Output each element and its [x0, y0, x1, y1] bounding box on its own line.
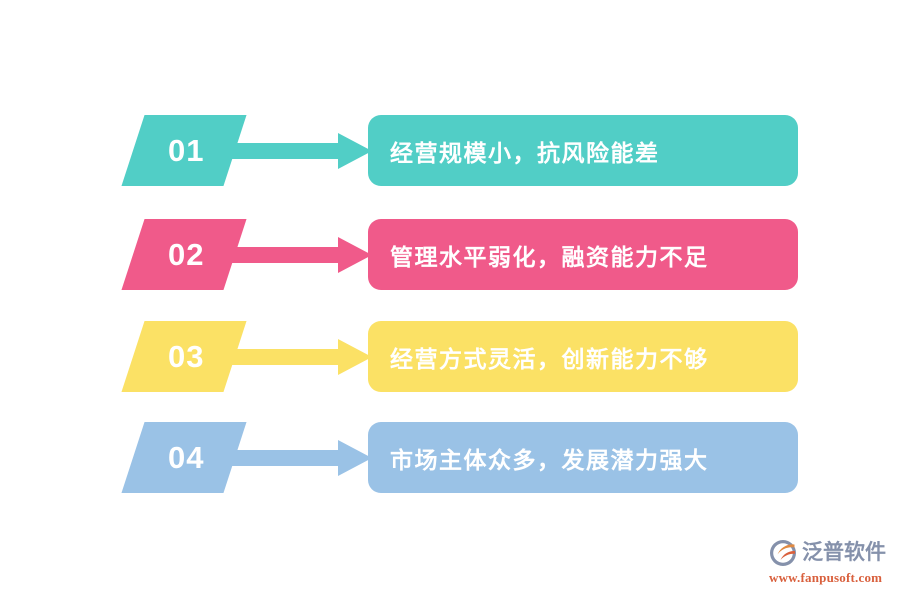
brand-watermark: 泛普软件 www.fanpusoft.com	[768, 534, 894, 588]
step-text-label: 经营方式灵活，创新能力不够	[390, 345, 709, 372]
arrow-right-icon	[226, 237, 372, 273]
arrow-right-icon	[226, 133, 372, 169]
brand-url-label: www.fanpusoft.com	[769, 569, 883, 585]
brand-name-label: 泛普软件	[802, 541, 886, 564]
process-row: 02 管理水平弱化，融资能力不足	[0, 219, 900, 291]
brand-logo-row: 泛普软件	[768, 537, 886, 569]
step-number-label: 04	[167, 440, 205, 475]
step-number-label: 02	[167, 237, 205, 272]
step-text-label: 经营规模小，抗风险能差	[390, 139, 660, 166]
step-text-label: 管理水平弱化，融资能力不足	[390, 243, 709, 270]
step-text-bar[interactable]: 市场主体众多，发展潜力强大	[368, 422, 798, 493]
fanpu-logo-icon	[768, 538, 798, 568]
step-text-bar[interactable]: 经营规模小，抗风险能差	[368, 115, 798, 186]
process-row: 04 市场主体众多，发展潜力强大	[0, 422, 900, 494]
step-text-bar[interactable]: 管理水平弱化，融资能力不足	[368, 219, 798, 290]
step-number-label: 01	[167, 133, 205, 168]
arrow-right-icon	[226, 440, 372, 476]
arrow-right-icon	[226, 339, 372, 375]
process-row: 01 经营规模小，抗风险能差	[0, 115, 900, 187]
process-row: 03 经营方式灵活，创新能力不够	[0, 321, 900, 393]
step-text-bar[interactable]: 经营方式灵活，创新能力不够	[368, 321, 798, 392]
step-text-label: 市场主体众多，发展潜力强大	[390, 446, 709, 473]
step-number-label: 03	[167, 339, 205, 374]
